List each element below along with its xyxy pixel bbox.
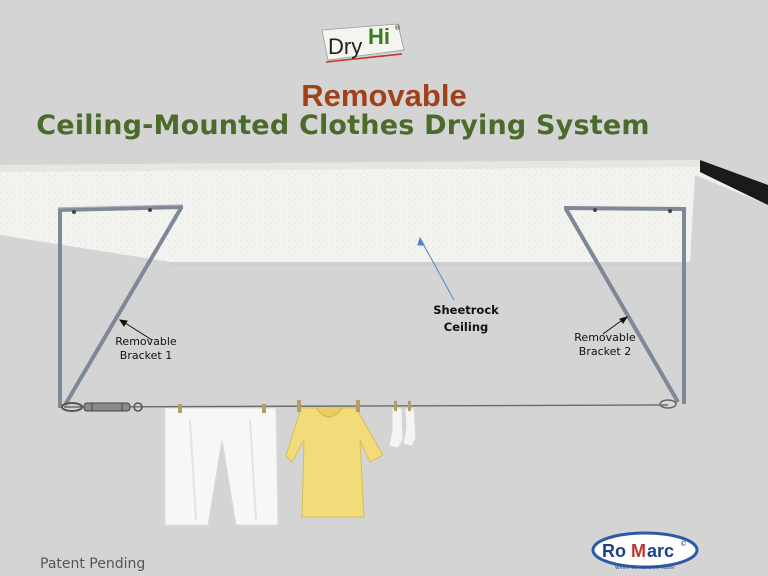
logo-tagline: Where we make life easier — [615, 565, 675, 571]
arrow-icon — [602, 316, 629, 335]
logo-text-dry: Dry — [328, 34, 362, 59]
logo-mark: ® — [394, 24, 401, 32]
bracket-1 — [57, 205, 184, 408]
page-subtitle: Ceiling-Mounted Clothes Drying System — [36, 110, 650, 141]
patent-pending: Patent Pending — [40, 556, 146, 572]
arrow-icon — [417, 236, 455, 301]
clothesline — [63, 404, 669, 408]
dryhi-logo: Dry Hi ® — [321, 23, 405, 63]
white-pants — [164, 404, 279, 526]
label-bracket-2: Removable Bracket 2 — [574, 331, 636, 358]
logo-mark: © — [680, 540, 687, 548]
logo-text-arc: arc — [647, 541, 674, 561]
ceiling-edge-shadow — [700, 160, 768, 205]
white-socks — [388, 401, 417, 449]
label-bracket-1: Removable Bracket 1 — [115, 335, 177, 362]
ceiling-slab — [0, 160, 768, 262]
yellow-shirt — [285, 400, 384, 518]
logo-text-ro: Ro — [602, 541, 626, 561]
logo-text-m: M — [631, 541, 646, 561]
romarc-logo: Ro M arc © Where we make life easier — [591, 531, 699, 571]
label-sheetrock-ceiling: Sheetrock Ceiling — [433, 303, 499, 334]
arrow-icon — [118, 319, 153, 341]
bracket-2 — [563, 206, 687, 404]
logo-text-hi: Hi — [368, 24, 390, 49]
page-title: Removable — [301, 78, 467, 113]
turnbuckle-icon — [61, 402, 143, 412]
